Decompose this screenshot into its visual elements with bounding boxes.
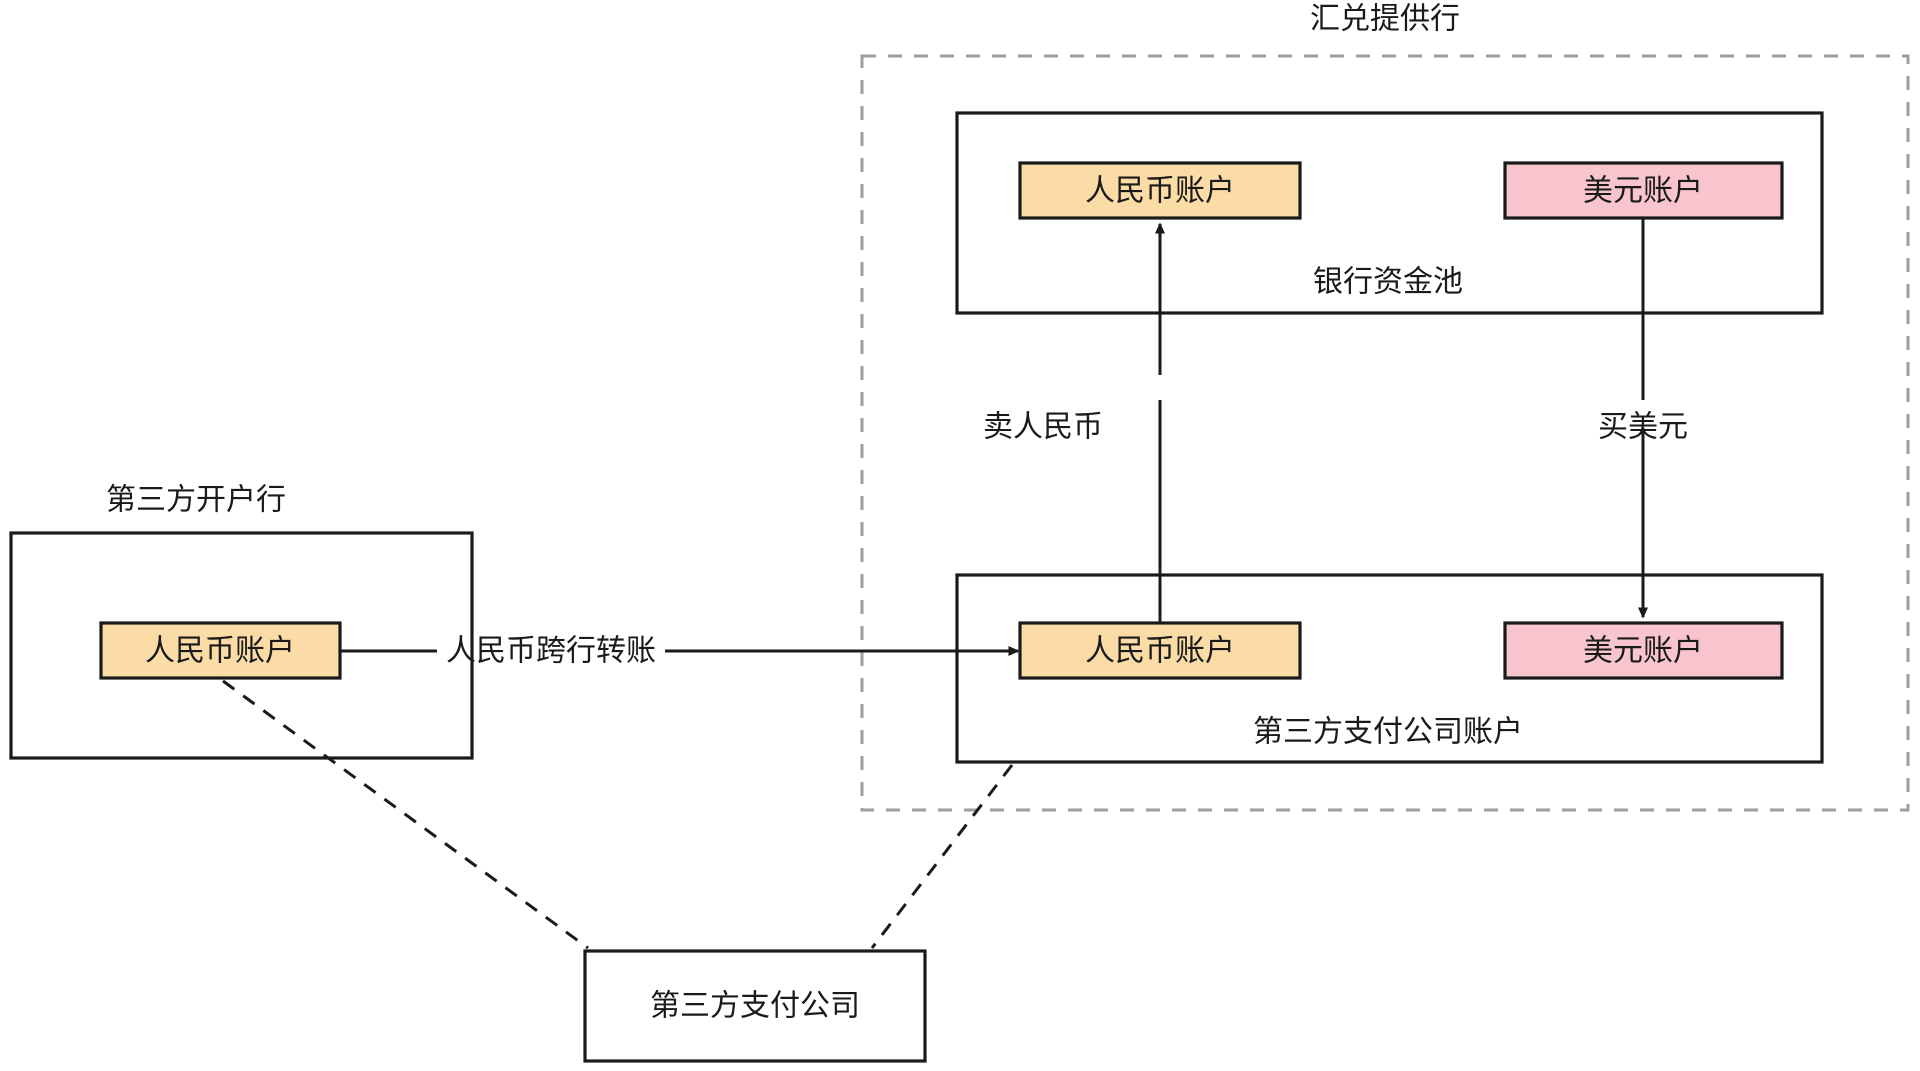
exchange-provider-bank-boundary bbox=[860, 54, 1910, 812]
account-box-pool-rmb[interactable] bbox=[1018, 161, 1302, 220]
third-party-payment-company-label: 第三方支付公司 bbox=[650, 989, 860, 1024]
assoc-line-payco-account-to-company bbox=[870, 764, 1014, 949]
edge-label-interbank-transfer: 人民币跨行转账 bbox=[446, 634, 656, 669]
payment-company-account-caption: 第三方支付公司账户 bbox=[1253, 715, 1523, 750]
edge-buy-usd: 买美元 bbox=[1598, 218, 1688, 619]
account-box-payco-usd[interactable] bbox=[1503, 621, 1784, 680]
account-label-payco-rmb: 人民币账户 bbox=[1085, 634, 1235, 669]
account-label-origin-rmb: 人民币账户 bbox=[145, 634, 295, 669]
group-exchange-provider-bank: 汇兑提供行 bbox=[860, 2, 1910, 812]
account-box-origin-rmb[interactable] bbox=[99, 621, 342, 680]
account-label-payco-usd: 美元账户 bbox=[1583, 634, 1703, 669]
third-party-payment-company-box[interactable] bbox=[583, 949, 927, 1063]
group-title-third-party-account-bank: 第三方开户行 bbox=[106, 483, 286, 518]
edge-interbank-transfer: 人民币跨行转账 bbox=[340, 634, 1020, 669]
group-title-exchange-provider-bank: 汇兑提供行 bbox=[1310, 2, 1460, 37]
assoc-line-origin-rmb-to-company bbox=[222, 679, 589, 950]
account-label-pool-rmb: 人民币账户 bbox=[1085, 174, 1235, 209]
bank-fund-pool-caption: 银行资金池 bbox=[1313, 265, 1463, 300]
account-label-pool-usd: 美元账户 bbox=[1583, 174, 1703, 209]
edge-sell-rmb: 卖人民币 bbox=[983, 222, 1165, 623]
entity-third-party-payment-company[interactable]: 第三方支付公司 bbox=[583, 949, 927, 1063]
association-lines bbox=[222, 679, 1014, 950]
container-bank-fund-pool: 银行资金池 人民币账户 美元账户 bbox=[955, 111, 1824, 315]
group-third-party-account-bank: 第三方开户行 人民币账户 bbox=[9, 483, 474, 760]
edge-label-buy-usd: 买美元 bbox=[1598, 410, 1688, 445]
container-payment-company-account: 第三方支付公司账户 人民币账户 美元账户 bbox=[955, 573, 1824, 764]
edge-label-sell-rmb: 卖人民币 bbox=[983, 410, 1103, 445]
